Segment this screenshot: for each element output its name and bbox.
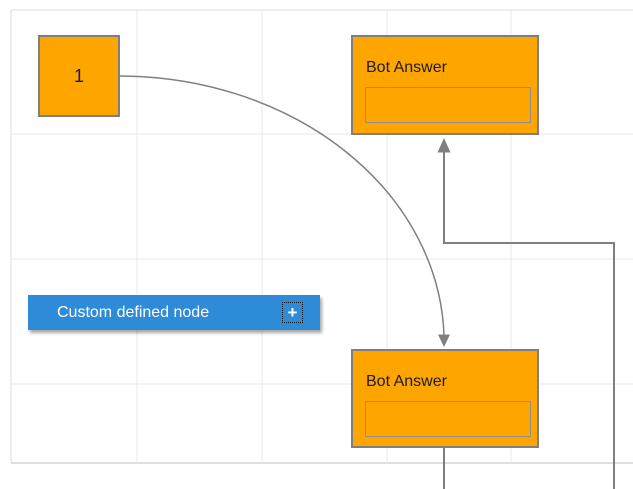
add-node-button[interactable]: + <box>282 302 303 323</box>
arrowhead-down-icon <box>438 334 450 347</box>
bot-answer-title: Bot Answer <box>366 59 447 76</box>
node-bot-answer-bottom[interactable]: Bot Answer <box>351 349 539 448</box>
node-start[interactable]: 1 <box>38 35 120 117</box>
custom-node-label: Custom defined node <box>57 303 210 321</box>
node-bot-answer-top[interactable]: Bot Answer <box>351 35 539 135</box>
arrowhead-up-icon <box>437 138 451 153</box>
bot-answer-title: Bot Answer <box>366 373 447 390</box>
plus-icon: + <box>287 303 298 322</box>
bot-answer-input-box[interactable] <box>365 87 531 123</box>
node-start-label: 1 <box>73 65 84 86</box>
bot-answer-input-box[interactable] <box>365 401 531 437</box>
node-custom-defined[interactable]: Custom defined node + <box>28 295 320 330</box>
connector-orthogonal[interactable] <box>443 152 615 489</box>
connector-curve[interactable] <box>118 75 445 336</box>
